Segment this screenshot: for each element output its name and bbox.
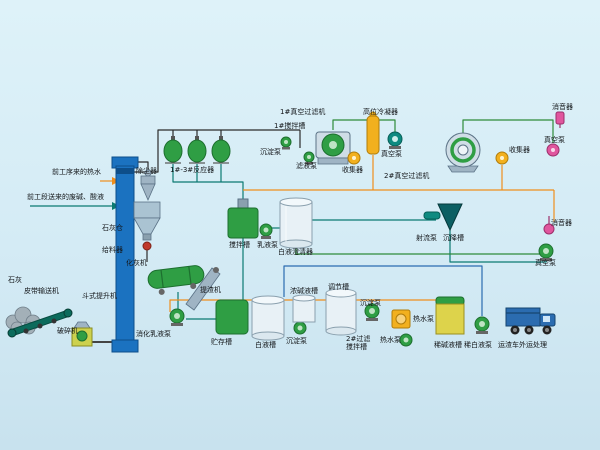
emulsion-pump-icon [259, 223, 273, 239]
muffler-2-icon [543, 216, 555, 235]
label-collector-2: 收集器 [509, 146, 530, 154]
sediment-pump-3-icon [364, 303, 380, 321]
dust-collector-icon [140, 169, 156, 201]
label-dilute-white-pump: 稀白液泵 [464, 341, 492, 349]
label-lime: 石灰 [8, 276, 22, 284]
label-settling-tank: 沉降槽 [443, 234, 464, 242]
label-lime-silo: 石灰仓 [102, 224, 123, 232]
sediment-pump-2-icon [293, 321, 307, 335]
vacuum-filter-1-icon [315, 131, 351, 165]
clarifier-icon [279, 197, 313, 249]
vacuum-pump-1-icon [387, 131, 403, 149]
label-hot-water: 前工序来的热水 [52, 168, 101, 176]
label-sediment-pump-2: 沉淀泵 [286, 337, 307, 345]
label-dust-collector: 除尘器 [136, 167, 157, 175]
label-lime-slaker: 化灰机 [126, 259, 147, 267]
label-vacuum-pump-3: 真空泵 [535, 259, 556, 267]
hot-water-pump-2-icon [399, 333, 413, 347]
white-liquor-tank-icon [251, 295, 285, 341]
dilute-alkali-tank-icon [435, 296, 465, 335]
regulating-tank-icon [325, 288, 357, 336]
label-vacuum-filter-2: 2#真空过滤机 [384, 172, 430, 180]
bucket-elevator-icon [111, 156, 139, 353]
label-sediment-pump-1: 沉淀泵 [260, 148, 281, 156]
label-waste-liquor: 前工段送来的废碱、酸液 [27, 193, 104, 201]
conc-alkali-tank-icon [292, 294, 316, 323]
label-hot-water-pump-1: 热水泵 [413, 315, 434, 323]
label-hot-water-pump-2: 热水泵 [380, 336, 401, 344]
label-bucket-elevator: 斗式提升机 [82, 292, 117, 300]
filtrate-pump-icon [303, 151, 315, 165]
label-clarifier: 白液澄清器 [278, 248, 313, 256]
slag-extractor-icon [185, 267, 221, 311]
sediment-pump-1-icon [280, 136, 292, 150]
label-collector-1: 收集器 [342, 166, 363, 174]
collector-1-icon [347, 151, 361, 165]
label-muffler-2: 消音器 [551, 219, 572, 227]
label-digestion-pump: 消化乳液泵 [136, 330, 171, 338]
label-crusher: 破碎机 [57, 327, 78, 335]
label-reactors: 1#-3#反应器 [170, 166, 215, 174]
reactor-3-icon [211, 136, 231, 164]
label-belt-conveyor: 皮带输送机 [24, 287, 59, 295]
vacuum-filter-2-icon [445, 132, 481, 173]
label-conc-alkali-tank: 浓碱液槽 [290, 287, 318, 295]
label-vacuum-filter-1: 1#真空过滤机 [280, 108, 326, 116]
vacuum-pump-2-icon [546, 143, 560, 157]
label-feeder: 给料器 [102, 246, 123, 254]
belt-conveyor-icon [7, 308, 73, 338]
label-jet-pump: 射流泵 [416, 234, 437, 242]
label-vacuum-pump-2: 真空泵 [544, 136, 565, 144]
label-mixer1: 1#搅拌槽 [274, 122, 306, 130]
reactor-2-icon [187, 136, 207, 164]
label-mixing-tank: 搅拌槽 [229, 241, 250, 249]
label-muffler-1: 消音器 [552, 103, 573, 111]
vacuum-pump-3-icon [538, 243, 554, 261]
label-regulating-tank: 调节槽 [328, 283, 349, 291]
mixing-tank-icon [227, 198, 259, 239]
truck-icon [505, 307, 556, 335]
label-dilute-alkali-tank: 稀碱液槽 [434, 341, 462, 349]
label-filter-mixer-2: 2#过滤搅拌槽 [346, 335, 371, 352]
lime-silo-icon [133, 201, 161, 241]
label-emulsion-pump: 乳液泵 [257, 241, 278, 249]
reactor-1-icon [163, 136, 183, 164]
label-slag-extractor: 提渣机 [200, 286, 221, 294]
label-filtrate-pump: 滤液泵 [296, 162, 317, 170]
condenser-icon [366, 111, 380, 155]
storage-tank-icon [215, 299, 249, 335]
dilute-white-pump-icon [474, 316, 490, 334]
label-sediment-pump-3: 沉淀泵 [360, 299, 381, 307]
jet-pump-icon [423, 211, 441, 220]
hot-water-pump-1-icon [391, 309, 411, 329]
digestion-pump-icon [169, 308, 185, 326]
label-vacuum-pump-1: 真空泵 [381, 150, 402, 158]
label-storage-tank: 贮存槽 [211, 338, 232, 346]
label-condenser: 高位冷凝器 [363, 108, 398, 116]
crusher-icon [71, 321, 93, 347]
lime-slaker-icon [147, 265, 205, 295]
feeder-icon [142, 241, 152, 251]
collector-2-icon [495, 151, 509, 165]
muffler-1-icon [555, 111, 565, 128]
label-white-liquor-tank: 白液槽 [255, 341, 276, 349]
label-truck-disposal: 运渣车外运处理 [498, 341, 547, 349]
settling-cone-icon [437, 203, 463, 232]
